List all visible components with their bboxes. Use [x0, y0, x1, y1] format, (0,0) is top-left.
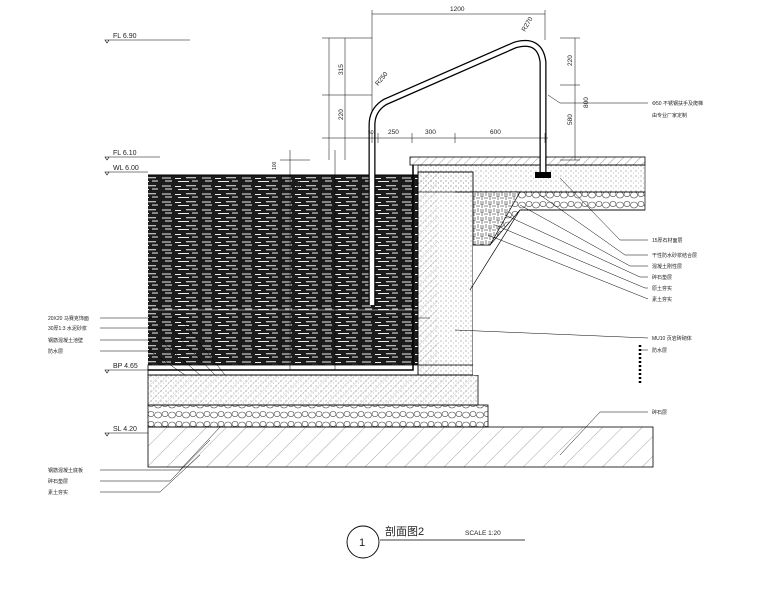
note-l4: 防水层: [48, 348, 63, 355]
pool-water: [148, 175, 418, 365]
note-b1: 钢筋混凝土底板: [48, 467, 83, 474]
drawing-number: 1: [359, 537, 365, 549]
note-waterproof: 防水层: [652, 347, 667, 354]
dimension-lines: [280, 10, 580, 370]
compacted-soil: [147, 426, 654, 468]
note-r5: 原土夯实: [652, 285, 672, 292]
level-bp465: BP 4.65: [113, 363, 138, 370]
level-wl600: WL 6.00: [113, 165, 139, 172]
note-l1: 20X20 马赛克饰面: [48, 315, 89, 322]
note-r4: 碎石垫层: [652, 274, 672, 281]
note-l2: 30厚1:3 水泥砂浆: [48, 325, 87, 332]
dim-220-left: 220: [338, 109, 345, 120]
note-r2: 干性防水砂浆结合层: [652, 252, 697, 259]
dim-100b: 100: [272, 161, 278, 170]
note-b2: 碎石垫层: [48, 478, 68, 485]
note-handrail-1: Φ50 不锈钢扶手及爬梯: [652, 100, 703, 107]
level-markers: [104, 39, 190, 437]
note-r1: 15厚石材面层: [652, 237, 683, 244]
title-circle: [346, 525, 380, 559]
dim-600: 600: [490, 129, 501, 136]
dim-300: 300: [425, 129, 436, 136]
dim-1200: 1200: [450, 6, 465, 13]
dim-315: 315: [338, 64, 345, 75]
deck-slab: [409, 156, 646, 166]
note-r3: 混凝土刚性层: [652, 263, 682, 270]
level-sl420: SL 4.20: [113, 426, 137, 433]
dim-r250: R250: [374, 71, 390, 88]
dim-50: 50: [368, 130, 374, 136]
dim-r270: R270: [521, 16, 535, 33]
leader-lines-right: [454, 94, 649, 456]
note-wall: MU10 页岩砖砌体: [652, 335, 692, 342]
drawing-name: 剖面图2: [385, 524, 424, 538]
drawing-scale: SCALE 1:20: [465, 530, 501, 537]
note-handrail-2: 由专业厂家定制: [652, 112, 687, 119]
level-fl610: FL 6.10: [113, 150, 137, 157]
note-b3: 素土夯实: [48, 489, 68, 496]
dim-800: 800: [583, 97, 590, 108]
dim-100a: 100: [296, 179, 302, 188]
note-base: 碎石层: [652, 409, 667, 416]
gravel-bed: [147, 404, 489, 428]
level-fl690: FL 6.90: [113, 33, 137, 40]
leader-lines-left: [100, 317, 226, 493]
dim-220-right: 220: [567, 55, 574, 66]
dim-580: 580: [567, 114, 574, 125]
dim-250: 250: [388, 129, 399, 136]
note-r6: 素土夯实: [652, 296, 672, 303]
note-l3: 钢筋混凝土池壁: [48, 337, 83, 344]
